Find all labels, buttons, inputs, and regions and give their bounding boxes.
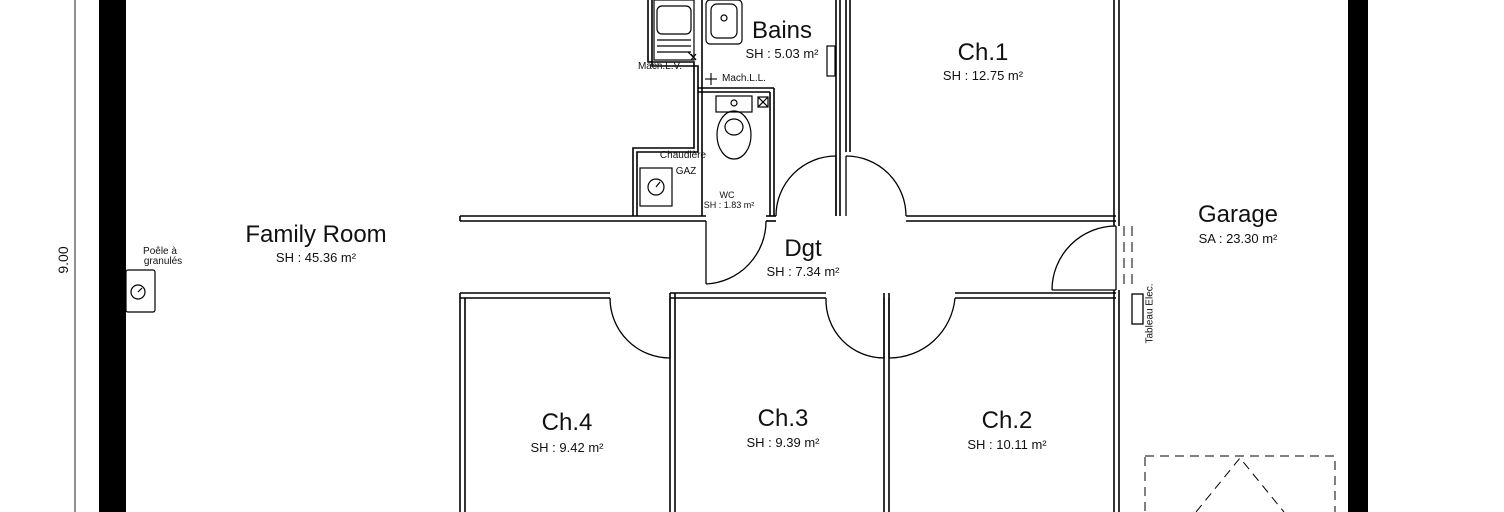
room-name-wc: WC xyxy=(719,190,735,200)
room-name-bains: Bains xyxy=(751,17,813,44)
room-area-ch3: SH : 9.39 m² xyxy=(746,435,820,450)
exterior-walls xyxy=(99,0,1368,512)
label-gaz: GAZ xyxy=(675,166,697,177)
room-name-dgt: Dgt xyxy=(784,235,822,262)
room-area-ch2: SH : 10.11 m² xyxy=(967,437,1047,452)
toilet xyxy=(715,95,769,160)
label-poele-line1: Poêle à xyxy=(143,246,177,257)
plumbing-markers xyxy=(687,51,717,85)
door-swings xyxy=(609,155,1117,359)
label-chaudiere: Chaudière xyxy=(659,150,707,161)
washbasin xyxy=(705,0,743,45)
bathtub xyxy=(653,0,697,61)
room-name-ch1: Ch.1 xyxy=(957,39,1009,66)
garage-car-outline xyxy=(1144,455,1336,512)
boiler xyxy=(639,167,673,207)
room-area-ch4: SH : 9.42 m² xyxy=(530,440,604,455)
room-name-ch2: Ch.2 xyxy=(981,407,1033,434)
room-area-wc: SH : 1.83 m² xyxy=(703,200,755,210)
room-area-bains: SH : 5.03 m² xyxy=(745,46,819,61)
room-area-garage: SA : 23.30 m² xyxy=(1198,231,1278,246)
room-area-dgt: SH : 7.34 m² xyxy=(766,264,840,279)
room-name-ch3: Ch.3 xyxy=(757,405,809,432)
towel-radiator xyxy=(826,45,836,77)
label-poele-line2: granulés xyxy=(143,256,183,267)
room-name-ch4: Ch.4 xyxy=(541,409,593,436)
label-mach-lv: Mach.L.V. xyxy=(637,61,683,72)
electrical-panel xyxy=(1131,293,1144,325)
garage-threshold xyxy=(1123,226,1133,290)
room-area-ch1: SH : 12.75 m² xyxy=(942,68,1024,83)
label-mach-ll: Mach.L.L. xyxy=(722,73,766,84)
room-name-garage: Garage xyxy=(1197,201,1279,228)
label-tableau-elec: Tableau Elec. xyxy=(1144,283,1156,344)
pellet-stove xyxy=(125,269,156,313)
room-area-family-room: SH : 45.36 m² xyxy=(275,250,357,265)
dimension-label: 9.00 xyxy=(55,246,71,274)
room-name-family-room: Family Room xyxy=(245,221,387,248)
